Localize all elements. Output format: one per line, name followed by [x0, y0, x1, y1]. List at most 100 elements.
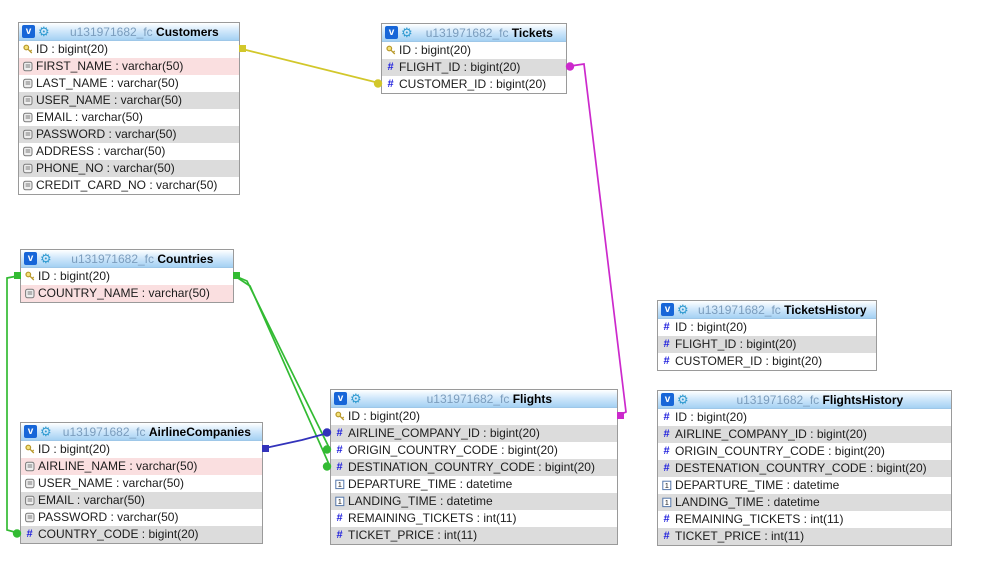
- column-row-id[interactable]: #ID : bigint(20): [658, 409, 951, 426]
- table-prefix: u131971682_fc: [62, 424, 149, 439]
- gear-icon[interactable]: ⚙: [677, 302, 689, 317]
- column-row-id[interactable]: ID : bigint(20): [21, 268, 233, 285]
- table-ticketshistory[interactable]: v⚙u131971682_fc TicketsHistory#ID : bigi…: [657, 300, 877, 371]
- toggle-columns-icon[interactable]: v: [22, 25, 35, 38]
- gear-icon[interactable]: ⚙: [401, 25, 413, 40]
- column-row-destenation_country_code[interactable]: #DESTENATION_COUNTRY_CODE : bigint(20): [658, 460, 951, 477]
- table-prefix: u131971682_fc: [69, 24, 157, 39]
- toggle-columns-icon[interactable]: v: [385, 26, 398, 39]
- column-row-ticket_price[interactable]: #TICKET_PRICE : int(11): [331, 527, 617, 544]
- text-icon: [24, 288, 35, 299]
- gear-icon[interactable]: ⚙: [38, 24, 50, 39]
- column-label: DEPARTURE_TIME : datetime: [348, 477, 513, 491]
- table-prefix: u131971682_fc: [71, 251, 158, 266]
- gear-icon[interactable]: ⚙: [677, 392, 689, 407]
- column-row-country_code[interactable]: #COUNTRY_CODE : bigint(20): [21, 526, 262, 543]
- column-label: LAST_NAME : varchar(50): [36, 76, 179, 90]
- table-header[interactable]: v⚙u131971682_fc Flights: [331, 390, 617, 408]
- column-row-airline_company_id[interactable]: #AIRLINE_COMPANY_ID : bigint(20): [331, 425, 617, 442]
- toggle-columns-icon[interactable]: v: [24, 425, 37, 438]
- table-header[interactable]: v⚙u131971682_fc Customers: [19, 23, 239, 41]
- column-label: CUSTOMER_ID : bigint(20): [399, 77, 547, 91]
- table-title: u131971682_fc AirlineCompanies: [55, 425, 259, 439]
- column-row-ticket_price[interactable]: #TICKET_PRICE : int(11): [658, 528, 951, 545]
- column-row-id[interactable]: ID : bigint(20): [19, 41, 239, 58]
- numeric-icon: #: [663, 321, 670, 333]
- table-countries[interactable]: v⚙ u131971682_fc Countries ID : bigint(20)…: [20, 249, 234, 303]
- column-label: FLIGHT_ID : bigint(20): [675, 337, 797, 351]
- table-header[interactable]: v⚙u131971682_fc TicketsHistory: [658, 301, 876, 319]
- column-row-destination_country_code[interactable]: #DESTINATION_COUNTRY_CODE : bigint(20): [331, 459, 617, 476]
- column-label: AIRLINE_NAME : varchar(50): [38, 459, 198, 473]
- table-header[interactable]: v⚙u131971682_fc Tickets: [382, 24, 566, 42]
- toggle-columns-icon[interactable]: v: [334, 392, 347, 405]
- column-row-id[interactable]: ID : bigint(20): [21, 441, 262, 458]
- column-label: ID : bigint(20): [399, 43, 472, 57]
- column-row-user_name[interactable]: USER_NAME : varchar(50): [19, 92, 239, 109]
- column-label: REMAINING_TICKETS : int(11): [348, 511, 517, 525]
- table-header[interactable]: v⚙ u131971682_fc Countries: [21, 250, 233, 268]
- column-row-phone_no[interactable]: PHONE_NO : varchar(50): [19, 160, 239, 177]
- column-label: PASSWORD : varchar(50): [38, 510, 179, 524]
- column-row-customer_id[interactable]: #CUSTOMER_ID : bigint(20): [658, 353, 876, 370]
- column-row-email[interactable]: EMAIL : varchar(50): [21, 492, 262, 509]
- datetime-icon: 1: [661, 497, 672, 508]
- column-label: DEPARTURE_TIME : datetime: [675, 478, 840, 492]
- column-row-credit_card_no[interactable]: CREDIT_CARD_NO : varchar(50): [19, 177, 239, 194]
- relation-line-flights-tickets: [566, 63, 627, 417]
- table-header[interactable]: v⚙u131971682_fc FlightsHistory: [658, 391, 951, 409]
- table-name: Flights: [512, 391, 553, 406]
- column-row-flight_id[interactable]: #FLIGHT_ID : bigint(20): [382, 59, 566, 76]
- svg-text:1: 1: [337, 497, 341, 506]
- column-label: ORIGIN_COUNTRY_CODE : bigint(20): [675, 444, 885, 458]
- column-row-origin_country_code[interactable]: #ORIGIN_COUNTRY_CODE : bigint(20): [331, 442, 617, 459]
- column-row-origin_country_code[interactable]: #ORIGIN_COUNTRY_CODE : bigint(20): [658, 443, 951, 460]
- column-row-airline_company_id[interactable]: #AIRLINE_COMPANY_ID : bigint(20): [658, 426, 951, 443]
- column-row-user_name[interactable]: USER_NAME : varchar(50): [21, 475, 262, 492]
- column-label: ID : bigint(20): [675, 410, 748, 424]
- column-row-remaining_tickets[interactable]: #REMAINING_TICKETS : int(11): [331, 510, 617, 527]
- table-flightshistory[interactable]: v⚙u131971682_fc FlightsHistory#ID : bigi…: [657, 390, 952, 546]
- column-row-remaining_tickets[interactable]: #REMAINING_TICKETS : int(11): [658, 511, 951, 528]
- column-row-id[interactable]: ID : bigint(20): [382, 42, 566, 59]
- table-name: Countries: [157, 251, 214, 266]
- numeric-icon: #: [336, 529, 343, 541]
- column-label: LANDING_TIME : datetime: [348, 494, 493, 508]
- table-title: u131971682_fc Tickets: [416, 26, 563, 40]
- column-row-first_name[interactable]: FIRST_NAME : varchar(50): [19, 58, 239, 75]
- column-label: ID : bigint(20): [38, 269, 111, 283]
- toggle-columns-icon[interactable]: v: [661, 393, 674, 406]
- column-row-password[interactable]: PASSWORD : varchar(50): [21, 509, 262, 526]
- column-row-last_name[interactable]: LAST_NAME : varchar(50): [19, 75, 239, 92]
- column-row-customer_id[interactable]: #CUSTOMER_ID : bigint(20): [382, 76, 566, 93]
- column-row-id[interactable]: #ID : bigint(20): [658, 319, 876, 336]
- toggle-columns-icon[interactable]: v: [24, 252, 37, 265]
- gear-icon[interactable]: ⚙: [350, 391, 362, 406]
- column-row-airline_name[interactable]: AIRLINE_NAME : varchar(50): [21, 458, 262, 475]
- column-label: REMAINING_TICKETS : int(11): [675, 512, 844, 526]
- column-row-email[interactable]: EMAIL : varchar(50): [19, 109, 239, 126]
- column-label: FIRST_NAME : varchar(50): [36, 59, 184, 73]
- column-row-landing_time[interactable]: 1 LANDING_TIME : datetime: [331, 493, 617, 510]
- column-label: USER_NAME : varchar(50): [38, 476, 185, 490]
- column-label: AIRLINE_COMPANY_ID : bigint(20): [675, 427, 867, 441]
- column-label: LANDING_TIME : datetime: [675, 495, 820, 509]
- relation-source-marker-customers-tickets: [239, 45, 246, 52]
- column-row-country_name[interactable]: COUNTRY_NAME : varchar(50): [21, 285, 233, 302]
- column-row-password[interactable]: PASSWORD : varchar(50): [19, 126, 239, 143]
- gear-icon[interactable]: ⚙: [40, 424, 52, 439]
- toggle-columns-icon[interactable]: v: [661, 303, 674, 316]
- table-header[interactable]: v⚙u131971682_fc AirlineCompanies: [21, 423, 262, 441]
- column-row-address[interactable]: ADDRESS : varchar(50): [19, 143, 239, 160]
- gear-icon[interactable]: ⚙: [40, 251, 52, 266]
- column-row-id[interactable]: ID : bigint(20): [331, 408, 617, 425]
- column-row-flight_id[interactable]: #FLIGHT_ID : bigint(20): [658, 336, 876, 353]
